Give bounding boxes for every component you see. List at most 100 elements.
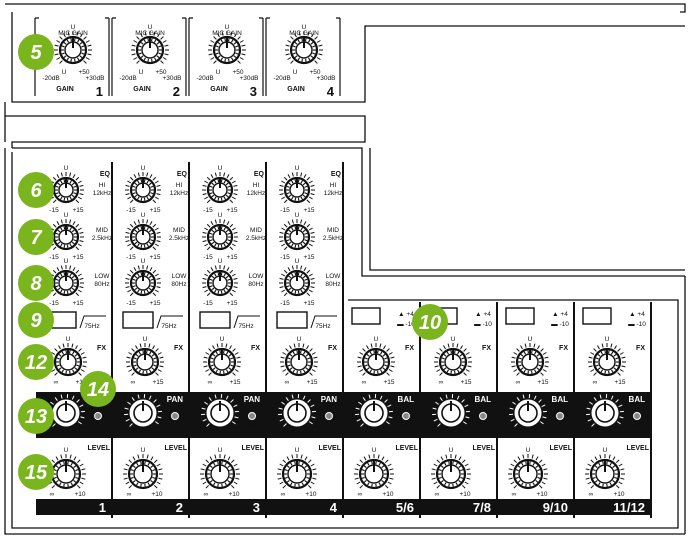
level-switch[interactable] (506, 308, 534, 324)
knob-tick (286, 45, 290, 46)
level-knob[interactable]: U (508, 447, 548, 488)
lowcut-switch[interactable] (277, 312, 307, 328)
knob-tick (389, 370, 392, 372)
level-switch[interactable] (583, 308, 611, 324)
knob-tick (78, 290, 81, 292)
knob-tick (308, 460, 311, 463)
knob-tick (153, 224, 156, 227)
channel-number: 1 (99, 500, 106, 515)
eq-low-knob[interactable]: U (279, 258, 315, 296)
fx-knob[interactable]: U (588, 336, 626, 375)
level-knob[interactable]: U (200, 447, 240, 488)
knob-tick (437, 460, 440, 463)
knob-tick (512, 366, 516, 367)
knob-ridge (70, 350, 71, 353)
knob-tick (318, 45, 322, 46)
eq-low-knob[interactable]: U (48, 258, 84, 296)
pan-left-label: L (364, 429, 368, 436)
knob-tick (126, 232, 130, 233)
fx-knob[interactable]: U (434, 336, 472, 375)
knob-top-mark: U (372, 447, 377, 454)
channel-number: 3 (253, 500, 260, 515)
eq-hi-knob[interactable]: U (202, 165, 238, 203)
eq-hi-knob[interactable]: U (279, 165, 315, 203)
knob-tick (53, 200, 56, 203)
eq-hi-knob[interactable]: U (125, 165, 161, 203)
fx-knob[interactable]: U (126, 336, 164, 375)
knob-ridge (141, 291, 142, 294)
knob-tick (134, 267, 136, 270)
knob-tick (462, 460, 465, 463)
eq-mid-knob[interactable]: U (279, 212, 315, 250)
knob-tick (619, 482, 622, 484)
level-knob[interactable]: U (354, 447, 394, 488)
ol-led (557, 413, 564, 420)
knob-tick (53, 224, 56, 227)
knob-tick (292, 266, 293, 270)
knob-tick (464, 373, 467, 376)
eq-mid-knob[interactable]: U (125, 212, 161, 250)
knob-tick (311, 278, 315, 279)
knob-tick (598, 346, 600, 349)
knob-tick (73, 267, 75, 270)
knob-tick (311, 232, 315, 233)
level-knob[interactable]: U (431, 447, 471, 488)
knob-tick (542, 464, 545, 466)
knob-tick (284, 247, 287, 250)
eq-mid-knob[interactable]: U (202, 212, 238, 250)
fx-knob[interactable]: U (49, 336, 87, 375)
eq-mid-knob[interactable]: U (48, 212, 84, 250)
level-switch[interactable] (352, 308, 380, 324)
knob-tick (130, 224, 133, 227)
knob-tick (378, 455, 379, 459)
eq-low-knob[interactable]: U (125, 258, 161, 296)
callout-8: 8 (18, 265, 54, 301)
fx-knob[interactable]: U (357, 336, 395, 375)
knob-tick (461, 346, 463, 349)
knob-tick (147, 220, 148, 224)
knob-tick (70, 220, 71, 224)
eq-hi-knob[interactable]: U (48, 165, 84, 203)
knob-ridge (75, 59, 76, 62)
knob-tick (81, 353, 84, 355)
knob-ridge (218, 179, 219, 182)
lowcut-switch[interactable] (200, 312, 230, 328)
knob-tick (230, 224, 233, 227)
knob-ridge (147, 371, 148, 374)
knob-tick (129, 353, 132, 355)
knob-tick (207, 247, 210, 250)
knob-tick (52, 460, 55, 463)
level-knob[interactable]: U (277, 447, 317, 488)
knob-ridge (298, 245, 299, 248)
knob-tick (301, 455, 302, 459)
fx-knob[interactable]: U (511, 336, 549, 375)
knob-ridge (374, 350, 375, 353)
knob-tick (280, 185, 284, 186)
knob-tick (126, 194, 130, 195)
knob-tick (236, 357, 240, 358)
fx-knob[interactable]: U (203, 336, 241, 375)
level-knob[interactable]: U (123, 447, 163, 488)
eq-band-name: LOW (95, 273, 111, 280)
fx-knob[interactable]: U (280, 336, 318, 375)
knob-top-mark: U (141, 212, 146, 219)
knob-tick (164, 45, 168, 46)
knob-tick (310, 373, 313, 376)
knob-tick (387, 349, 390, 352)
callout-number: 15 (25, 462, 48, 484)
callout-12: 12 (18, 344, 54, 380)
knob-tick (76, 247, 79, 250)
level-label: LEVEL (241, 445, 264, 452)
eq-range-min: -15 (49, 207, 59, 214)
eq-range-max: +15 (72, 300, 83, 307)
knob-tick (80, 232, 84, 233)
eq-low-knob[interactable]: U (202, 258, 238, 296)
lowcut-switch[interactable] (123, 312, 153, 328)
knob-ridge (532, 371, 533, 374)
gain-inner-max-label: +50 (155, 69, 166, 76)
knob-tick (228, 457, 230, 460)
callout-13: 13 (18, 398, 54, 434)
level-knob[interactable]: U (585, 447, 625, 488)
knob-tick (207, 224, 210, 227)
